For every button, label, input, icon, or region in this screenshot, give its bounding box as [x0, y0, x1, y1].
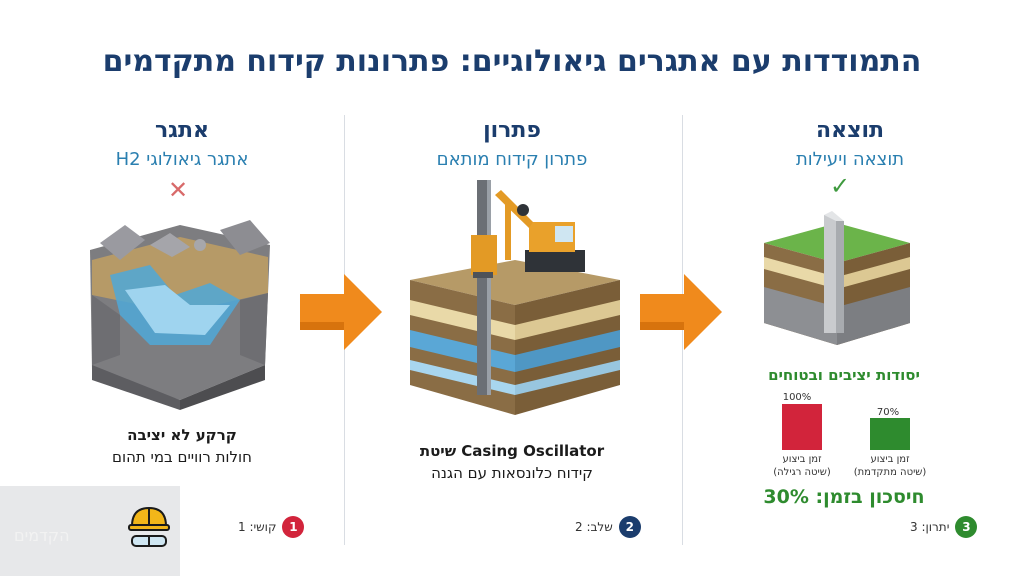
drilling-rig-illustration	[410, 180, 620, 415]
solution-caption-regular: קידוח כלונסאות עם הגנה	[431, 464, 593, 482]
badge-label-3: יתרון: 3	[910, 520, 950, 534]
solution-header: פתרון פתרון קידוח מותאם	[362, 118, 662, 170]
challenge-caption-bold: קרקע לא יציבה	[127, 426, 237, 444]
bar-advanced	[870, 418, 910, 450]
bar-label-regular: זמן ביצוע (שיטה רגילה)	[757, 454, 847, 479]
bar-label-regular-line1: זמן ביצוע	[782, 454, 822, 465]
bar-label-regular-line2: (שיטה רגילה)	[773, 466, 831, 478]
hardhat-goggles-icon	[128, 506, 170, 547]
result-badge-row: 3 יתרון: 3	[910, 516, 978, 538]
challenge-header: אתגר אתגר גיאולוגי H2	[32, 118, 332, 170]
time-saving: חיסכון בזמן: 30%	[763, 486, 925, 508]
unstable-soil-illustration	[90, 220, 270, 410]
result-header: תוצאה תוצאה ויעילות	[700, 118, 1000, 170]
badge-number-2: 2	[618, 516, 641, 538]
bar-label-advanced-line2: (שיטה מתקדמת)	[853, 466, 927, 478]
badge-number-3: 3	[955, 516, 978, 538]
watermark-text: הקדמים	[14, 526, 70, 545]
badge-number-1: 1	[282, 516, 305, 538]
checkmark-icon: ✓	[830, 172, 851, 200]
arrow-right-icon	[640, 274, 722, 350]
challenge-caption-regular: חולות רוויים במי תהום	[112, 448, 252, 466]
solution-heading: פתרון	[483, 118, 541, 143]
result-title: יסודות יציבים ובטוחים	[768, 366, 920, 384]
challenge-subheading: אתגר גיאולוגי H2	[115, 149, 249, 170]
result-subheading: תוצאה ויעילות	[795, 149, 905, 170]
challenge-badge-row: 1 קושי: 1	[238, 516, 305, 538]
challenge-heading: אתגר	[154, 118, 210, 143]
result-heading: תוצאה	[815, 118, 885, 143]
bar-regular	[782, 404, 822, 450]
x-mark-icon: ✕	[168, 176, 189, 204]
arrow-right-icon	[300, 274, 382, 350]
bar-label-advanced: זמן ביצוע (שיטה מתקדמת)	[845, 454, 935, 479]
page-title: התמודדות עם אתגרים גיאולוגיים: פתרונות ק…	[102, 44, 922, 79]
bar-pct-advanced: 70%	[876, 407, 900, 418]
bar-pct-regular: 100%	[782, 392, 812, 403]
challenge-caption: קרקע לא יציבה חולות רוויים במי תהום	[32, 426, 332, 466]
solution-badge-row: 2 שלב: 2	[575, 516, 641, 538]
solution-caption: Casing Oscillator שיטת קידוח כלונסאות עם…	[362, 442, 662, 482]
badge-label-2: שלב: 2	[575, 520, 613, 534]
solution-subheading: פתרון קידוח מותאם	[436, 149, 588, 170]
solution-caption-bold: Casing Oscillator שיטת	[419, 442, 605, 460]
bar-label-advanced-line1: זמן ביצוע	[870, 454, 910, 465]
badge-label-1: קושי: 1	[238, 520, 277, 534]
stable-foundation-illustration	[764, 211, 910, 345]
